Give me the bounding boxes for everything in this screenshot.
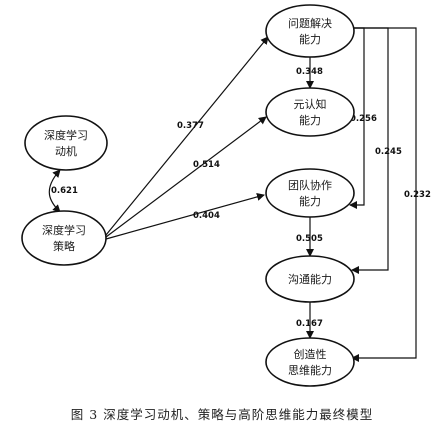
coef-problem-team: 0.256	[350, 114, 377, 124]
figure-caption: 图 3 深度学习动机、策略与高阶思维能力最终模型	[70, 407, 374, 422]
coef-problem-creative: 0.232	[404, 190, 431, 200]
coef-problem-comm: 0.245	[375, 147, 402, 157]
node-motivation-label-1: 深度学习	[44, 128, 88, 142]
coef-motivation-strategy: 0.621	[51, 186, 78, 196]
node-team: 团队协作 能力	[265, 168, 355, 218]
node-team-label-2: 能力	[299, 194, 321, 208]
node-comm-label-1: 沟通能力	[288, 272, 332, 286]
node-strategy: 深度学习 策略	[21, 210, 107, 266]
node-creative-label-2: 思维能力	[288, 363, 332, 377]
coef-comm-creative: 0.167	[296, 319, 323, 329]
coef-strategy-problem: 0.377	[177, 121, 204, 131]
edge-strategy-problem	[105, 36, 269, 236]
node-problem-label-1: 问题解决	[288, 16, 332, 30]
node-metacog: 元认知 能力	[265, 87, 355, 137]
path-diagram: 0.621 0.377 0.514 0.404 0.348 0.256 0.24…	[21, 4, 431, 387]
node-problem: 问题解决 能力	[265, 4, 355, 58]
edge-problem-creative	[351, 27, 417, 362]
node-motivation-label-2: 动机	[55, 144, 77, 158]
edge-motivation-strategy	[48, 169, 61, 213]
node-creative-label-1: 创造性	[294, 347, 327, 361]
node-metacog-label-1: 元认知	[294, 97, 327, 111]
edge-strategy-metacog	[105, 116, 267, 238]
coef-strategy-team: 0.404	[193, 211, 220, 221]
node-motivation: 深度学习 动机	[24, 115, 108, 171]
node-metacog-label-2: 能力	[299, 113, 321, 127]
coef-strategy-metacog: 0.514	[193, 160, 220, 170]
node-problem-label-2: 能力	[299, 32, 321, 46]
node-team-label-1: 团队协作	[288, 178, 332, 192]
node-creative: 创造性 思维能力	[265, 337, 355, 387]
node-strategy-label-1: 深度学习	[42, 223, 86, 237]
coef-team-comm: 0.505	[296, 234, 323, 244]
node-strategy-label-2: 策略	[53, 239, 75, 253]
edge-strategy-team	[105, 193, 265, 240]
node-comm: 沟通能力	[265, 255, 355, 303]
coef-problem-metacog: 0.348	[296, 67, 323, 77]
